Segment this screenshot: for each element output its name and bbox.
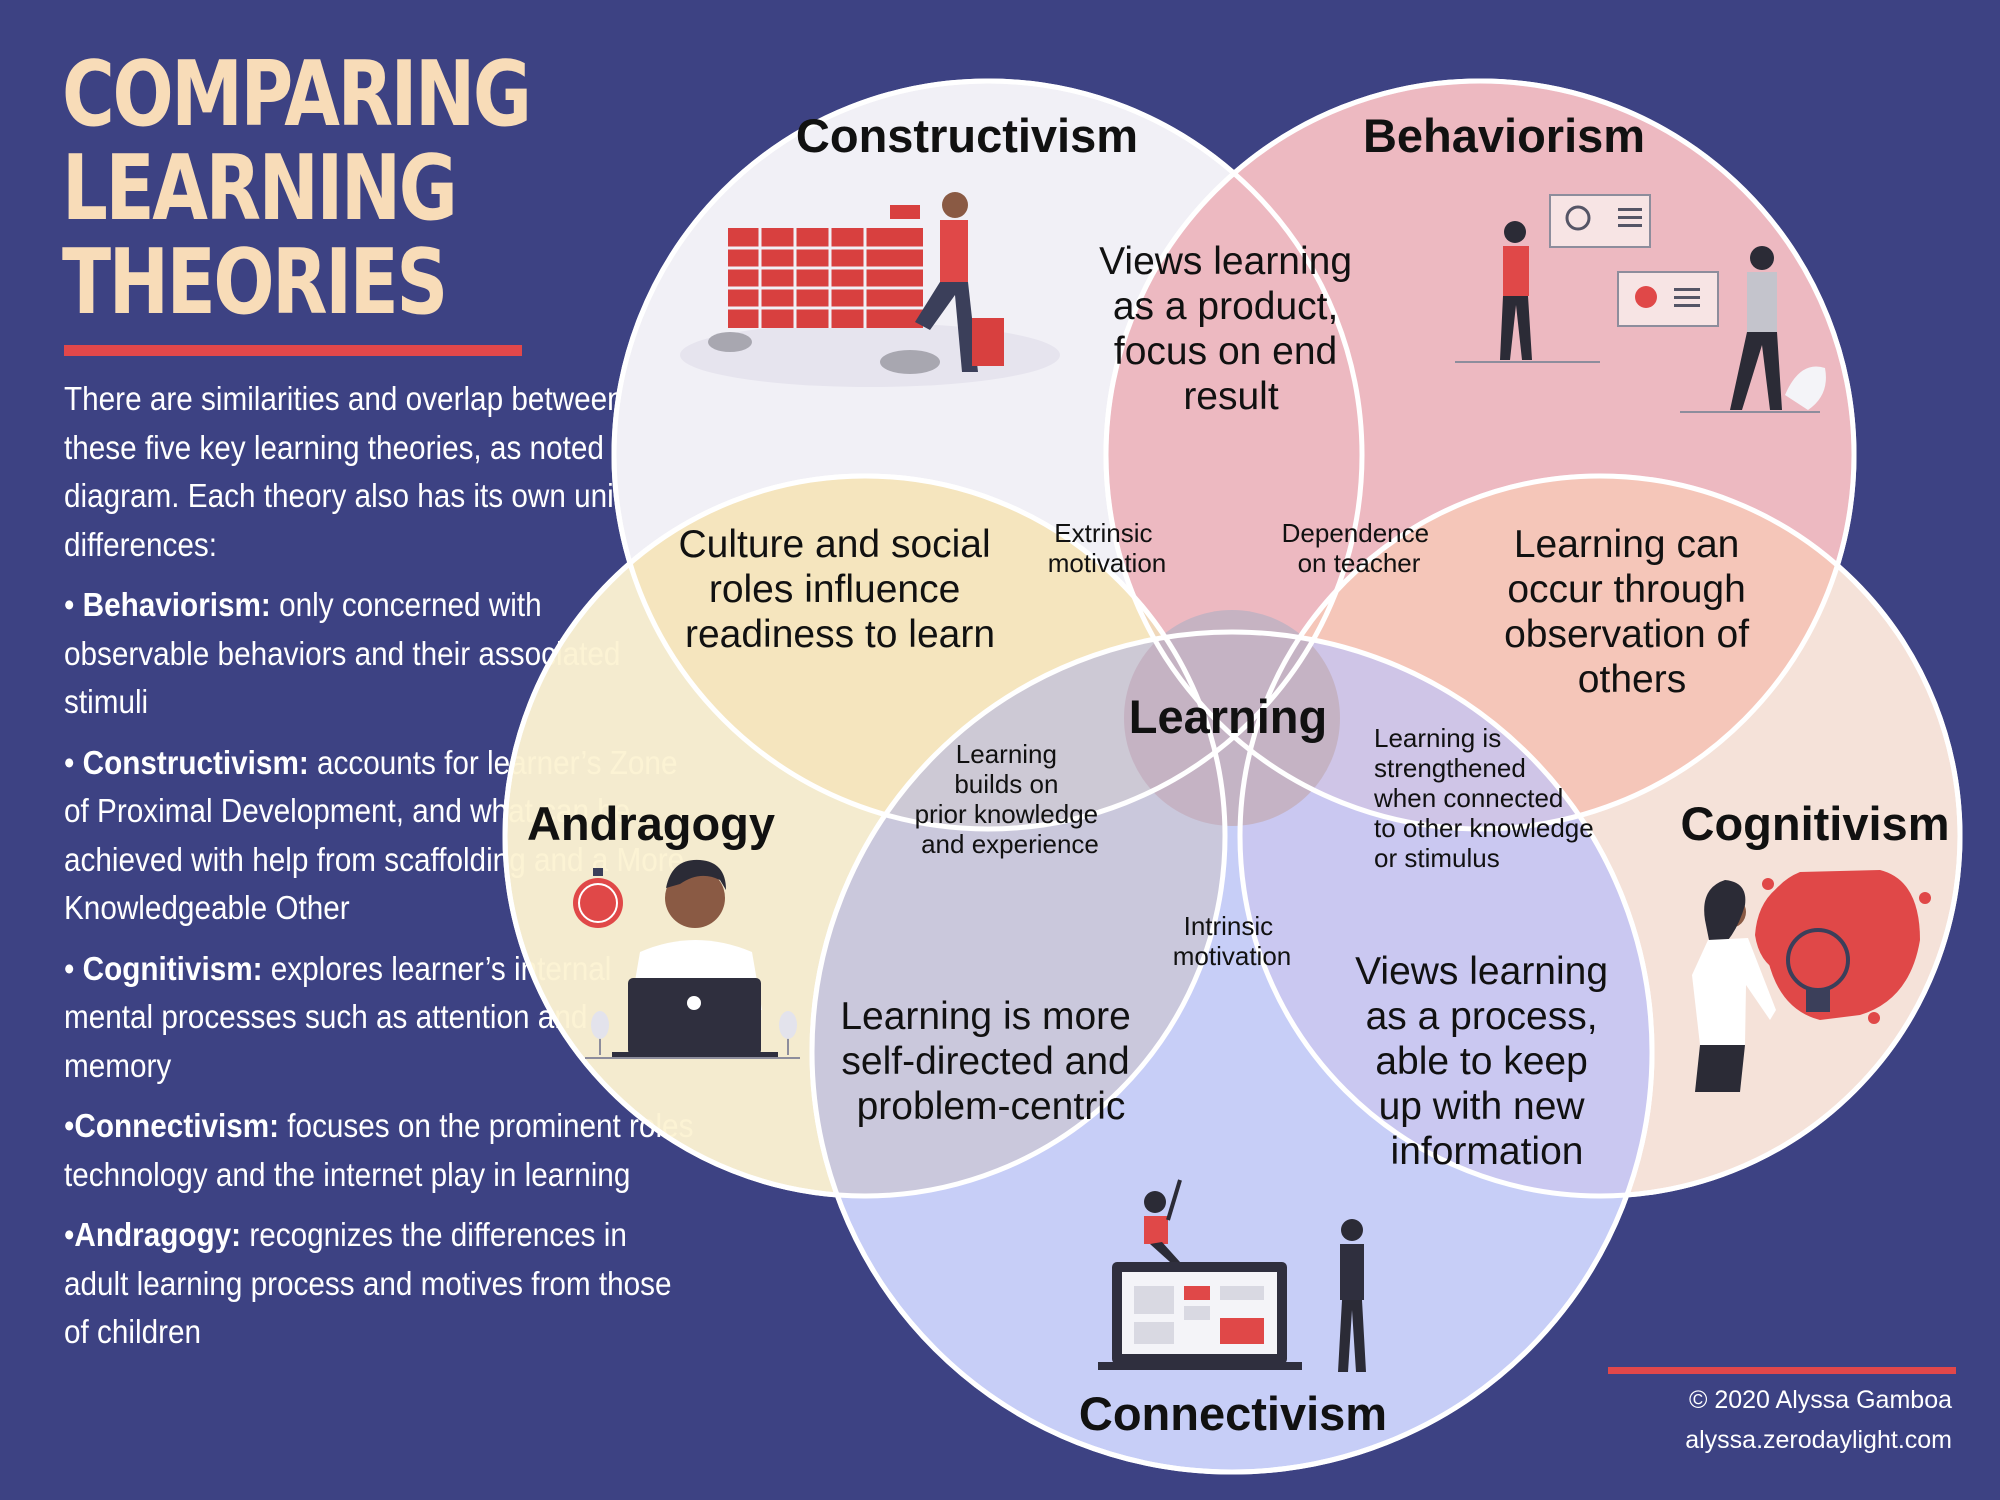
- overlap-behaviorism-cognitivism-text: Learning can occur through observation o…: [1504, 523, 1760, 701]
- title-line-3: THEORIES: [62, 230, 448, 335]
- label-cognitivism: Cognitivism: [1681, 797, 1950, 850]
- overlap-cognitivism-connectivism-text: Views learning as a process, able to kee…: [1355, 950, 1619, 1173]
- overlap-andragogy-connectivism-text: Learning is more self-directed and probl…: [840, 995, 1141, 1128]
- lightbulb-illustration: [1692, 870, 1931, 1092]
- circle-outlines: [502, 78, 1963, 1475]
- title-line-1: COMPARING: [62, 42, 532, 147]
- page-title: COMPARING LEARNING THEORIES: [62, 42, 532, 335]
- website-url: alyssa.zerodaylight.com: [1685, 1426, 1952, 1454]
- label-behaviorism: Behaviorism: [1363, 109, 1645, 162]
- brick-wall-illustration: [680, 192, 1060, 387]
- presentation-illustration: [1455, 194, 1826, 413]
- overlap-intrinsic-motivation-text: Intrinsic motivation: [1173, 911, 1292, 971]
- outline-constructivism: [611, 78, 1365, 832]
- theory-behaviorism: • Behaviorism: only concerned with obser…: [64, 586, 621, 720]
- overlap-dependence-on-teacher-text: Dependence on teacher: [1282, 518, 1437, 578]
- footer: © 2020 Alyssa Gamboa alyssa.zerodaylight…: [1532, 1380, 1952, 1460]
- overlap-strengthened-text: Learning is strengthened when connected …: [1373, 723, 1601, 873]
- footer-underline: [1608, 1367, 1956, 1374]
- title-underline: [64, 345, 522, 356]
- label-connectivism: Connectivism: [1079, 1387, 1387, 1440]
- label-learning-center: Learning: [1129, 690, 1327, 743]
- intro-paragraph: There are similarities and overlap betwe…: [64, 380, 685, 563]
- theory-connectivism: •Connectivism: focuses on the prominent …: [64, 1107, 694, 1193]
- outline-connectivism: [809, 629, 1655, 1475]
- title-line-2: LEARNING: [62, 136, 458, 241]
- computer-illustration: [1098, 1179, 1366, 1372]
- overlap-constructivism-behaviorism-text: Views learning as a product, focus on en…: [1099, 240, 1363, 418]
- overlap-constructivism-andragogy-text: Culture and social roles influence readi…: [678, 523, 1001, 656]
- outline-andragogy: [502, 473, 1228, 1199]
- outline-cognitivism: [1237, 473, 1963, 1199]
- theory-cognitivism: • Cognitivism: explores learner’s intern…: [64, 949, 612, 1084]
- copyright-text: © 2020 Alyssa Gamboa: [1688, 1386, 1952, 1414]
- outline-behaviorism: [1103, 78, 1857, 832]
- side-description: There are similarities and overlap betwe…: [64, 375, 694, 1369]
- tint-cognitivism-connectivism: [1240, 632, 1652, 1196]
- label-andragogy: Andragogy: [527, 797, 775, 850]
- theory-andragogy: •Andragogy: recognizes the differences i…: [64, 1216, 672, 1350]
- laptop-person-illustration: [573, 859, 800, 1059]
- overlap-prior-knowledge-text: Learning builds on prior knowledge and e…: [915, 739, 1106, 859]
- label-constructivism: Constructivism: [796, 109, 1138, 162]
- tint-andragogy-connectivism: [812, 632, 1225, 1196]
- overlap-extrinsic-motivation-text: Extrinsic motivation: [1048, 518, 1167, 578]
